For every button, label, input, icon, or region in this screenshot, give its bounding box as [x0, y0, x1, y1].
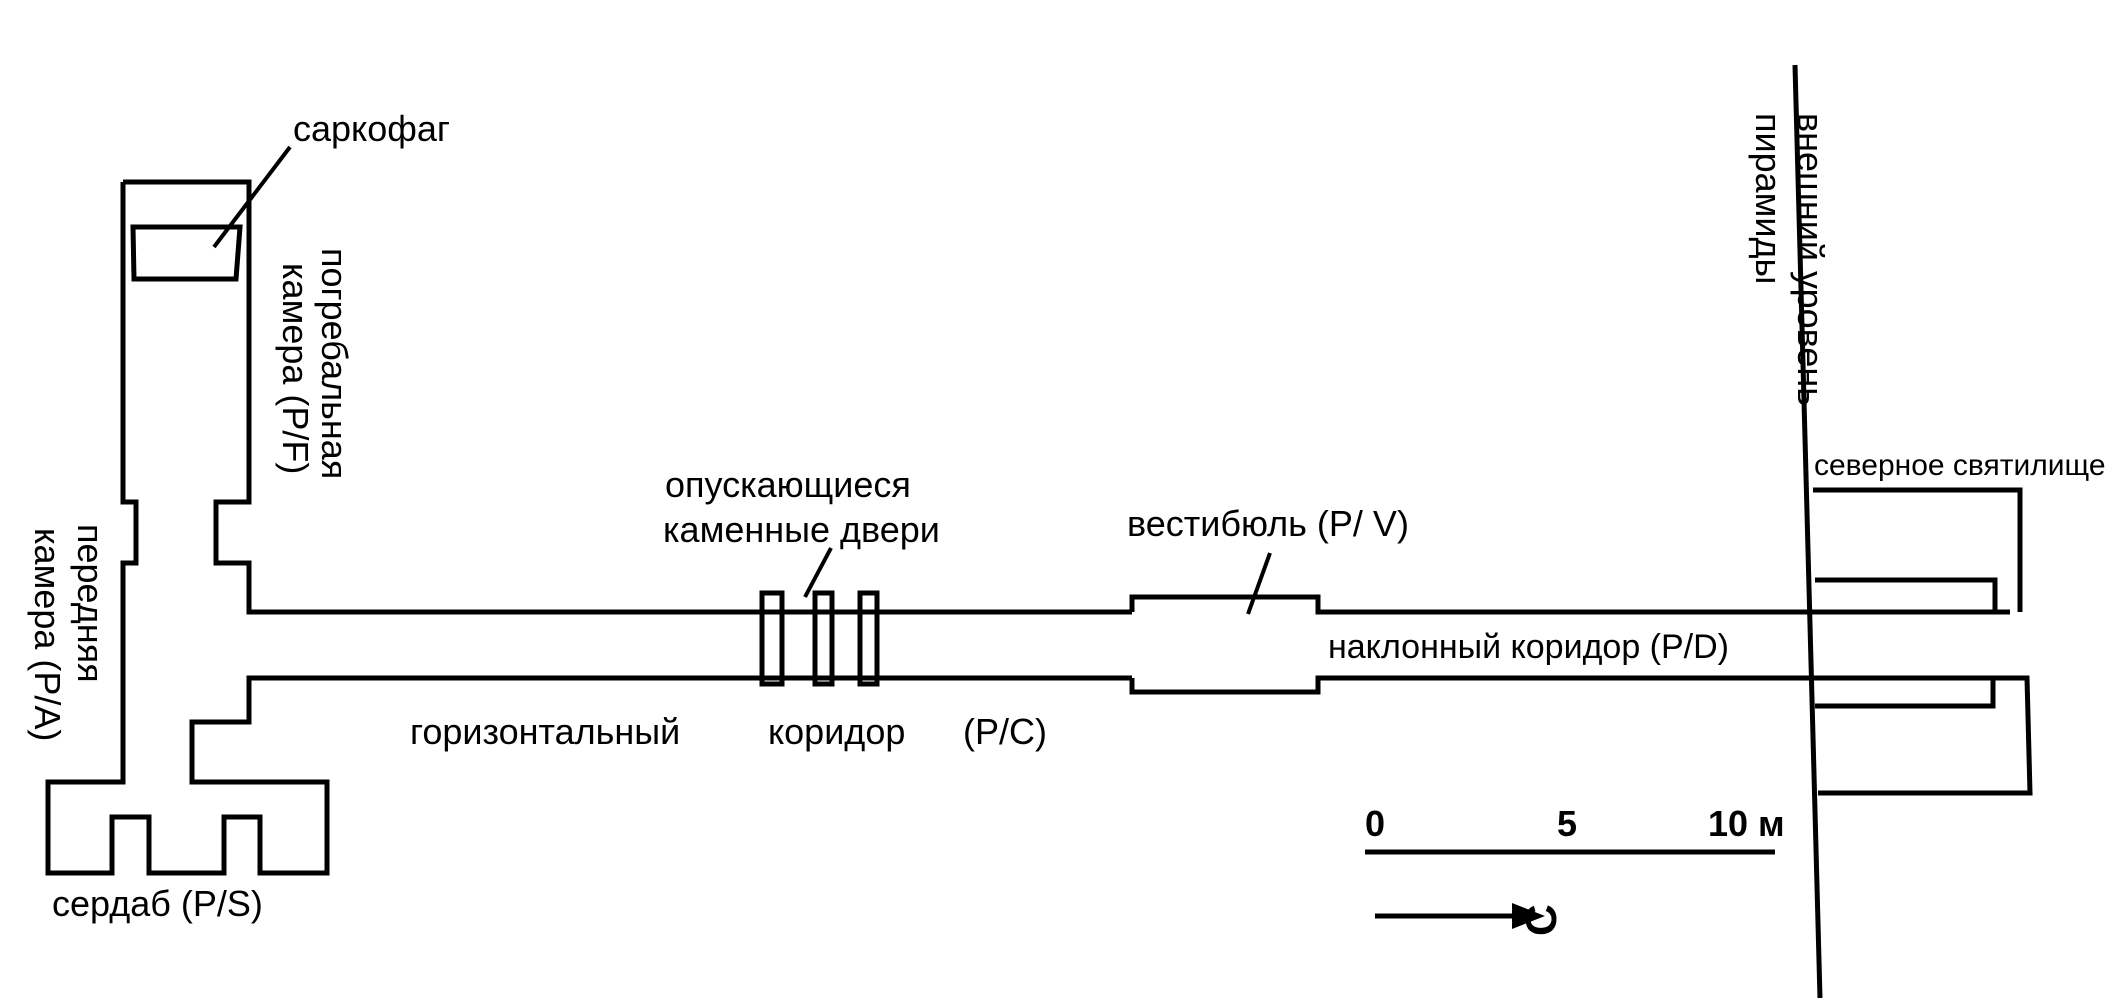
outer-level-label-2: пирамиды [1748, 113, 1789, 284]
stone-door-3 [857, 590, 880, 687]
front-chamber-wall-left [120, 182, 139, 722]
north-shrine-label: северное святилище [1814, 449, 2106, 482]
burial-chamber-label-1: погребальная [314, 248, 355, 479]
horizontal-corridor-code: (P/C) [963, 711, 1047, 752]
burial-chamber-label-2: камера (P/F) [275, 263, 316, 474]
north-shrine-lower [1818, 675, 2033, 796]
horizontal-corridor-word-2: коридор [768, 711, 905, 752]
front-chamber-label-1: передняя [70, 524, 111, 683]
front-chamber-wall-lower [45, 675, 1132, 876]
descending-corridor-label: наклонный коридор (P/D) [1328, 628, 1729, 666]
stone-doors-label-1: опускающиеся [665, 464, 911, 505]
sarcophagus-shape [130, 224, 243, 282]
vestibule-upper-wall [1129, 594, 1838, 615]
north-shrine-lower-inner [1815, 678, 1996, 709]
scale-tick-10: 10 м [1708, 803, 1785, 844]
north-shrine-upper [1813, 487, 2023, 612]
vestibule-leader [1246, 552, 1272, 615]
stone-door-2 [812, 590, 835, 687]
vestibule-lower-wall [1129, 675, 1815, 695]
burial-chamber-wall [123, 179, 1132, 615]
stone-doors-leader [803, 547, 833, 598]
north-shrine-upper-inner [1815, 577, 1998, 612]
horizontal-corridor-word-1: горизонтальный [410, 711, 680, 752]
stone-door-1 [759, 590, 785, 687]
vestibule-label: вестибюль (P/ V) [1127, 503, 1409, 544]
scale-tick-5: 5 [1557, 803, 1577, 844]
serdab-label: сердаб (P/S) [52, 883, 263, 924]
north-arrow-head [1512, 903, 1545, 929]
sarcophagus-label: саркофаг [293, 108, 450, 149]
stone-doors-label-2: каменные двери [663, 509, 940, 550]
pyramid-outer-level-line [1792, 64, 1823, 998]
sarcophagus-leader [212, 145, 292, 249]
outer-level-label-1: внешний уровень [1790, 113, 1831, 406]
scale-tick-0: 0 [1365, 803, 1385, 844]
front-chamber-label-2: камера (P/A) [27, 528, 68, 741]
north-arrow-label: С [1517, 904, 1566, 936]
